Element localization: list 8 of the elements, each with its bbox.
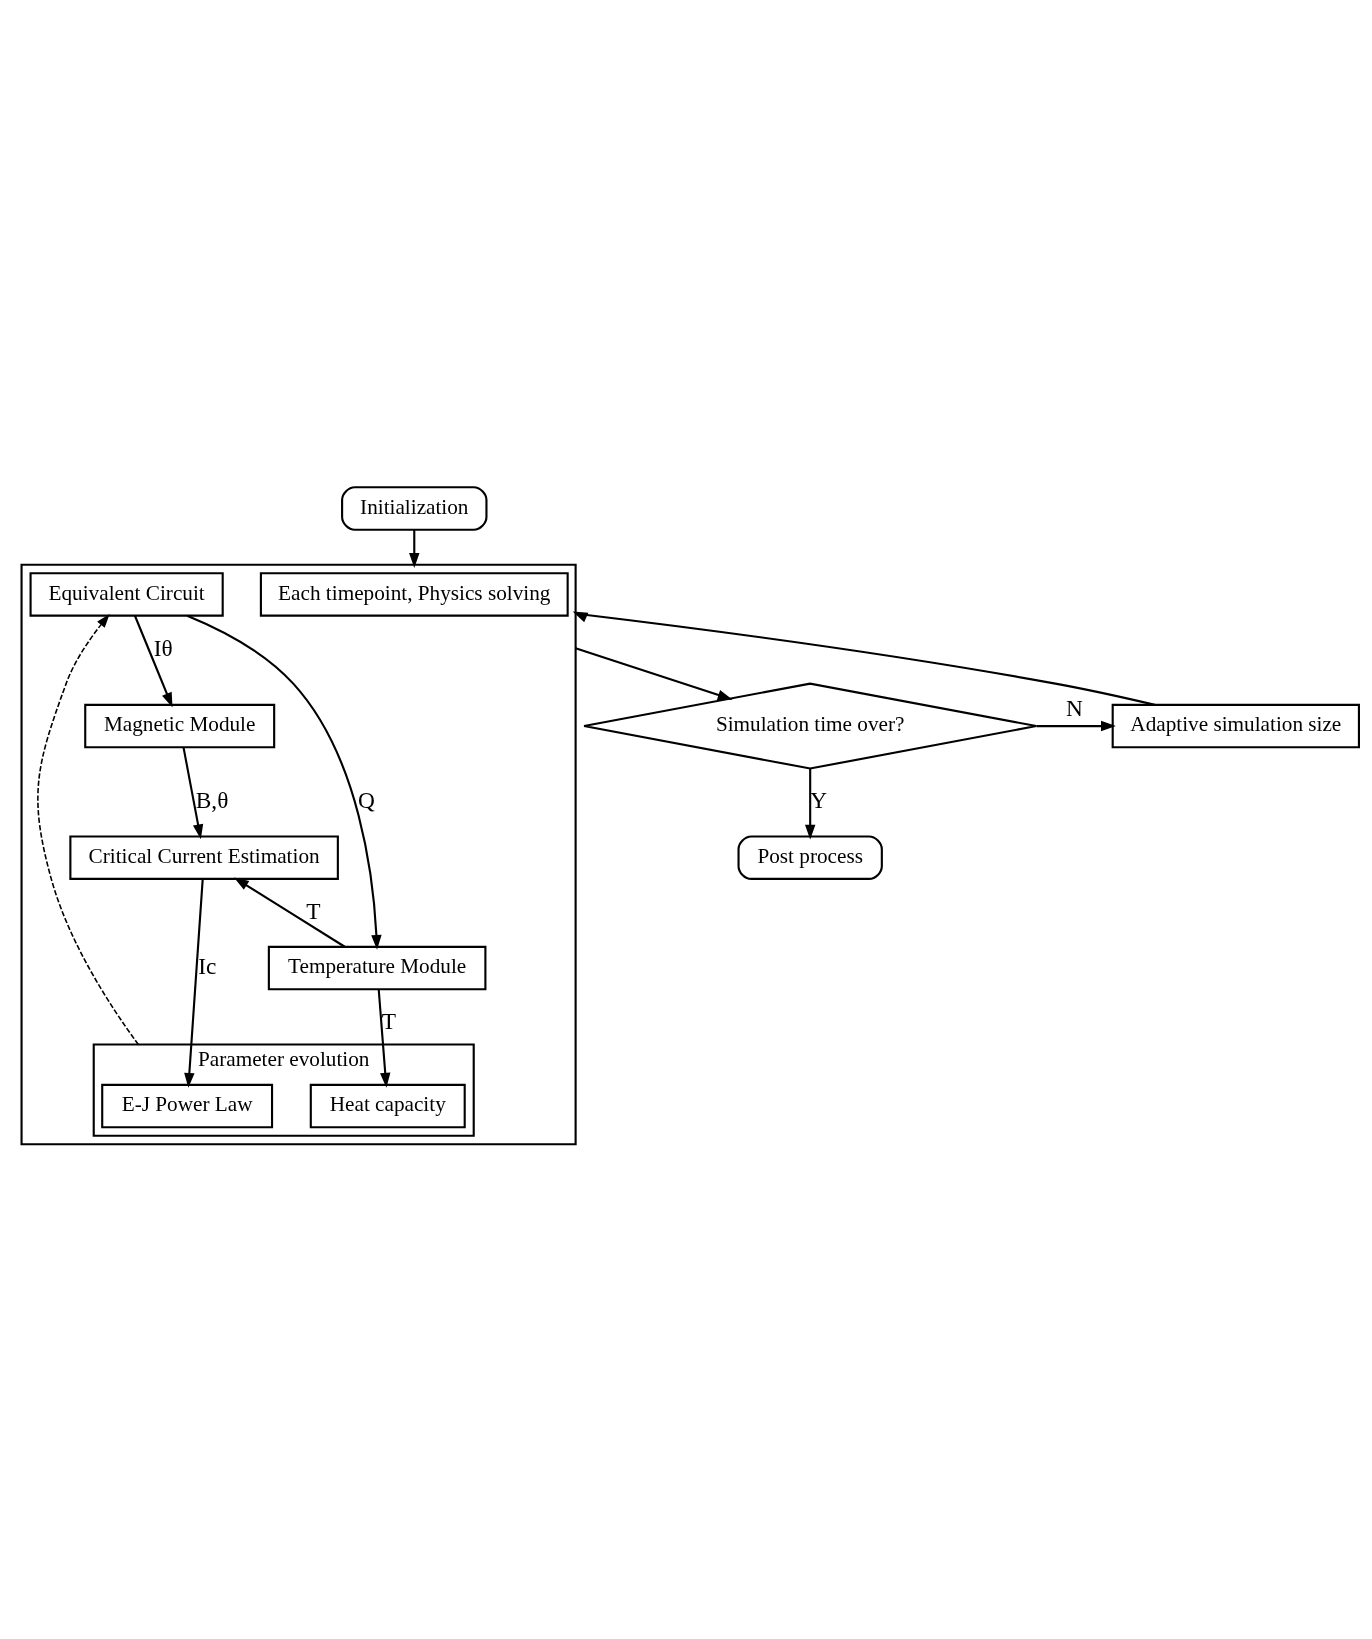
edge-label: T <box>306 897 321 924</box>
edge-label: T <box>381 1007 396 1034</box>
edge-label: Q <box>358 786 375 813</box>
edge-label: B,θ <box>195 786 229 813</box>
edge-label: Iθ <box>153 634 173 661</box>
edge-label: Y <box>810 786 828 813</box>
edge-label: N <box>1066 694 1083 721</box>
edge-label: Ic <box>198 952 217 979</box>
